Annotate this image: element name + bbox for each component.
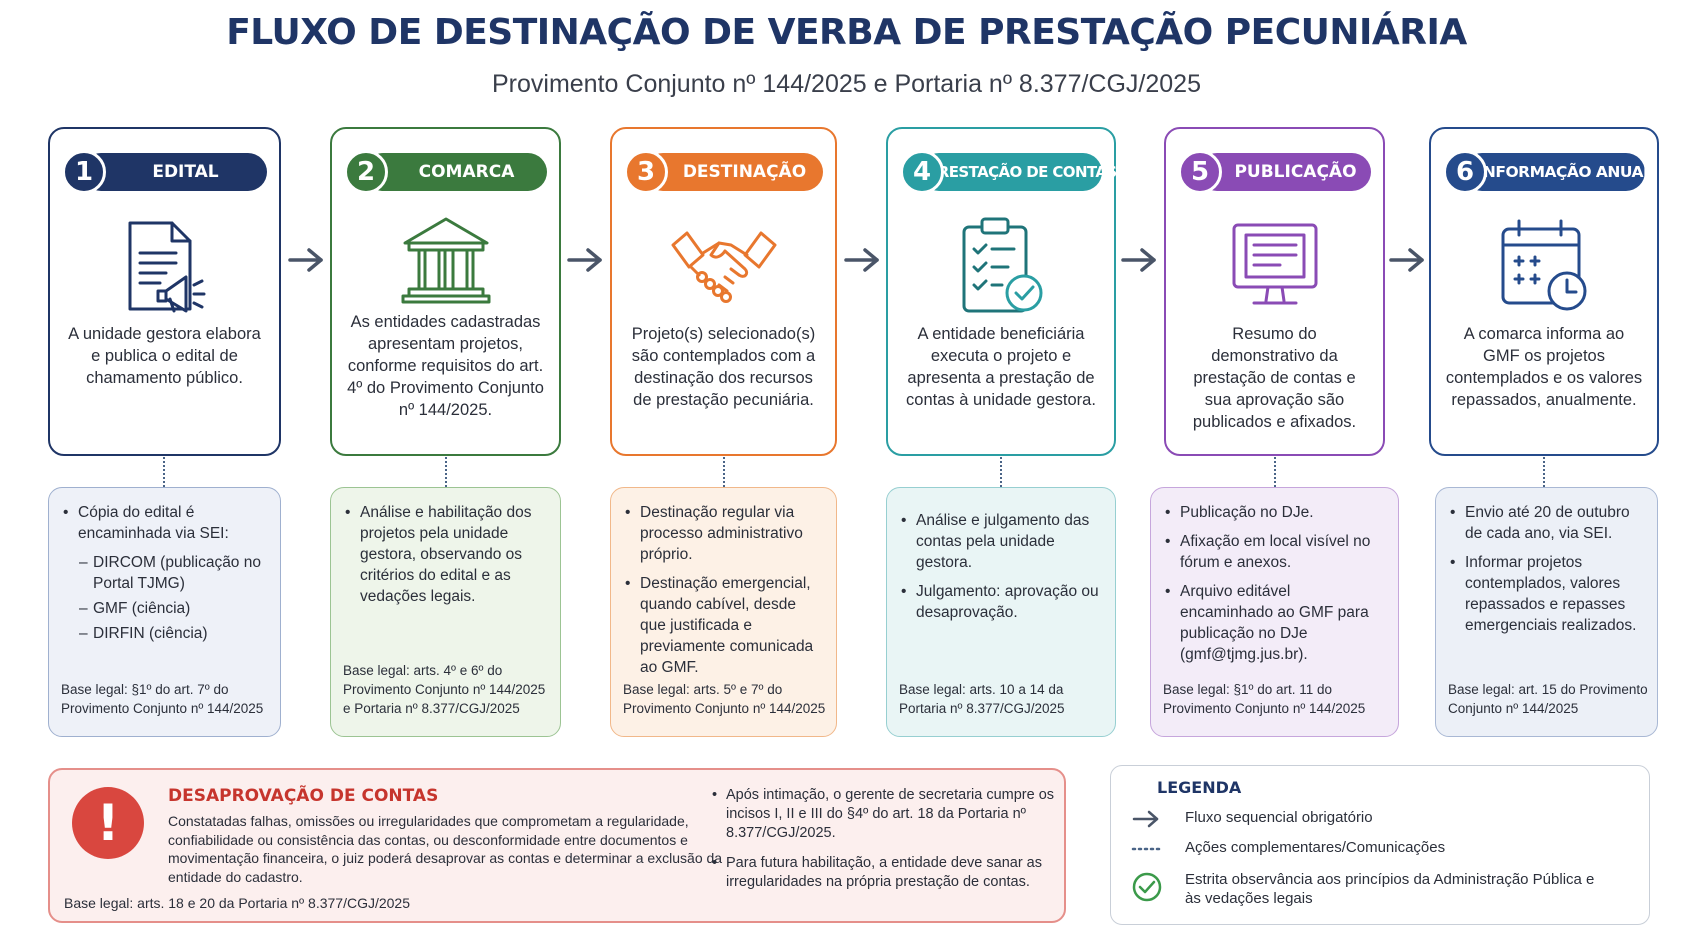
legal-basis: Base legal: arts. 5º e 7º do Provimento … — [623, 682, 826, 716]
legend-title: LEGENDA — [1157, 778, 1242, 797]
step-card-prestacao-de-contas: PRESTAÇÃO DE CONTAS 4 A entidade benefic… — [886, 127, 1117, 456]
step-header: EDITAL 1 — [62, 150, 267, 194]
detail-bullet: Destinação emergencial, quando cabível, … — [625, 573, 822, 678]
detail-bullet: Envio até 20 de outubro de cada ano, via… — [1450, 502, 1643, 544]
step-label: INFORMAÇÃO ANUAL — [1463, 153, 1653, 191]
detail-box-informacao: Envio até 20 de outubro de cada ano, via… — [1435, 487, 1658, 737]
step-number: 3 — [624, 150, 668, 194]
flow-arrow-icon — [567, 248, 602, 272]
detail-subitem: DIRCOM (publicação no Portal TJMG) — [63, 552, 266, 594]
legend-box: LEGENDA Fluxo sequencial obrigatório Açõ… — [1110, 765, 1650, 925]
legal-basis: Base legal: arts. 4º e 6º do Provimento … — [343, 663, 546, 716]
alert-text: Constatadas falhas, omissões ou irregula… — [168, 813, 723, 885]
page-subtitle: Provimento Conjunto nº 144/2025 e Portar… — [492, 70, 1201, 98]
arrow-right-icon — [1132, 810, 1159, 828]
step-header: DESTINAÇÃO 3 — [624, 150, 823, 194]
step-label: COMARCA — [364, 153, 547, 191]
monitor-document-icon — [1232, 223, 1317, 305]
step-card-informacao-anual: INFORMAÇÃO ANUAL 6 A comarca informa ao … — [1429, 127, 1659, 456]
step-description: A unidade gestora elabora e publica o ed… — [68, 325, 261, 387]
detail-bullet: Cópia do edital é encaminhada via SEI: — [63, 502, 266, 544]
alert-bullet: Após intimação, o gerente de secretaria … — [712, 786, 1062, 843]
alert-bullets: Após intimação, o gerente de secretaria … — [712, 786, 1062, 903]
step-number: 2 — [344, 150, 388, 194]
legend-item: Estrita observância aos princípios da Ad… — [1131, 870, 1605, 908]
step-card-comarca: COMARCA 2 As entidades cadastradas apres… — [330, 127, 561, 456]
dotted-connector — [723, 457, 725, 487]
step-description: Resumo do demonstrativo da prestação de … — [1192, 325, 1357, 431]
legend-item: Fluxo sequencial obrigatório — [1131, 808, 1605, 830]
detail-box-comarca: Análise e habilitação dos projetos pela … — [330, 487, 561, 737]
handshake-icon — [671, 231, 776, 303]
dotted-line-icon — [1131, 847, 1165, 851]
step-number: 1 — [62, 150, 106, 194]
clipboard-check-icon — [962, 217, 1043, 313]
step-description: A comarca informa ao GMF os projetos con… — [1445, 325, 1643, 409]
legend-item: Ações complementares/Comunicações — [1131, 838, 1605, 860]
step-number: 4 — [900, 150, 944, 194]
detail-box-prestacao: Análise e julgamento das contas pela uni… — [886, 487, 1116, 737]
flow-arrow-icon — [844, 248, 879, 272]
legend-label: Fluxo sequencial obrigatório — [1185, 809, 1373, 826]
courthouse-icon — [401, 217, 490, 304]
detail-subitem: GMF (ciência) — [63, 598, 266, 619]
step-header: COMARCA 2 — [344, 150, 547, 194]
check-circle-icon — [1132, 872, 1162, 902]
document-megaphone-icon — [128, 221, 205, 313]
exclamation-icon: ! — [72, 787, 144, 859]
detail-bullet: Publicação no DJe. — [1165, 502, 1384, 523]
disapproval-alert-box: ! DESAPROVAÇÃO DE CONTAS Constatadas fal… — [48, 768, 1066, 923]
dotted-connector — [445, 457, 447, 487]
detail-bullet: Destinação regular via processo administ… — [625, 502, 822, 565]
detail-bullet: Informar projetos contemplados, valores … — [1450, 552, 1643, 636]
step-label: DESTINAÇÃO — [644, 153, 823, 191]
step-description: Projeto(s) selecionado(s) são contemplad… — [631, 325, 816, 409]
step-description: A entidade beneficiária executa o projet… — [906, 325, 1096, 409]
detail-bullet: Arquivo editável encaminhado ao GMF para… — [1165, 581, 1384, 665]
alert-bullet: Para futura habilitação, a entidade deve… — [712, 854, 1062, 892]
detail-box-destinacao: Destinação regular via processo administ… — [610, 487, 837, 737]
flow-arrow-icon — [1389, 248, 1424, 272]
detail-bullet: Julgamento: aprovação ou desaprovação. — [901, 581, 1101, 623]
dotted-connector — [1000, 457, 1002, 487]
step-label: EDITAL — [82, 153, 267, 191]
step-label: PUBLICAÇÃO — [1198, 153, 1371, 191]
legal-basis: Base legal: arts. 10 a 14 da Portaria nº… — [899, 682, 1065, 716]
legal-basis: Base legal: §1º do art. 11 do Provimento… — [1163, 682, 1366, 716]
dotted-connector — [1543, 457, 1545, 487]
step-card-edital: EDITAL 1 A unidade gestora elabora e pub… — [48, 127, 281, 456]
dotted-connector — [1274, 457, 1276, 487]
legal-basis: Base legal: §1º do art. 7º do Provimento… — [61, 682, 264, 716]
detail-box-edital: Cópia do edital é encaminhada via SEI: D… — [48, 487, 281, 737]
detail-box-publicacao: Publicação no DJe. Afixação em local vis… — [1150, 487, 1399, 737]
legend-label: Ações complementares/Comunicações — [1185, 839, 1446, 856]
step-card-publicacao: PUBLICAÇÃO 5 Resumo do demonstrativo da … — [1164, 127, 1385, 456]
dotted-connector — [163, 457, 165, 487]
step-label: PRESTAÇÃO DE CONTAS — [920, 153, 1117, 191]
alert-legal-basis: Base legal: arts. 18 e 20 da Portaria nº… — [64, 895, 410, 911]
calendar-clock-icon — [1501, 219, 1587, 311]
legal-basis: Base legal: art. 15 do Provimento Conjun… — [1448, 682, 1648, 716]
page-title: FLUXO DE DESTINAÇÃO DE VERBA DE PRESTAÇÃ… — [226, 12, 1467, 53]
alert-title: DESAPROVAÇÃO DE CONTAS — [168, 786, 439, 806]
detail-subitem: DIRFIN (ciência) — [63, 623, 266, 644]
step-number: 5 — [1178, 150, 1222, 194]
step-header: INFORMAÇÃO ANUAL 6 — [1443, 150, 1653, 194]
step-card-destinacao: DESTINAÇÃO 3 Projeto(s) selecionado(s) s… — [610, 127, 837, 456]
step-description: As entidades cadastradas apresentam proj… — [347, 313, 544, 419]
step-number: 6 — [1443, 150, 1487, 194]
flow-arrow-icon — [1121, 248, 1156, 272]
flow-arrow-icon — [288, 248, 323, 272]
step-header: PUBLICAÇÃO 5 — [1178, 150, 1371, 194]
legend-label: Estrita observância aos princípios da Ad… — [1185, 871, 1595, 907]
detail-bullet: Análise e julgamento das contas pela uni… — [901, 510, 1101, 573]
detail-bullet: Análise e habilitação dos projetos pela … — [345, 502, 546, 607]
step-header: PRESTAÇÃO DE CONTAS 4 — [900, 150, 1117, 194]
detail-bullet: Afixação em local visível no fórum e ane… — [1165, 531, 1384, 573]
